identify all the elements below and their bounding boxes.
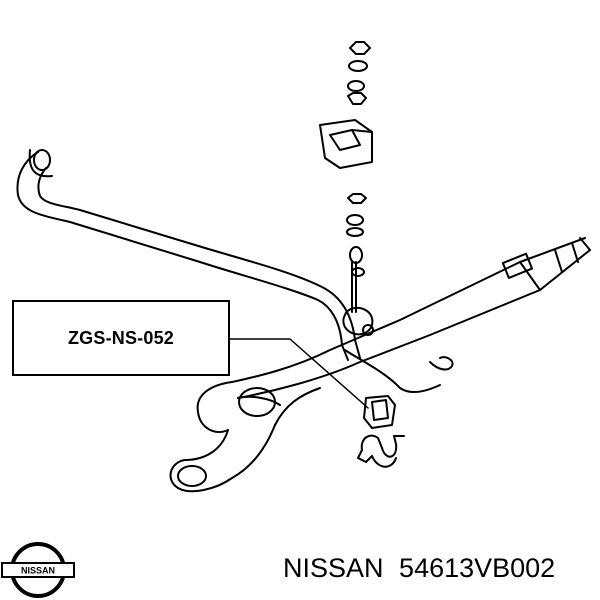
nissan-logo: NISSAN: [1, 542, 75, 598]
bushing-clamp: [357, 434, 405, 468]
stabilizer-bar: [16, 149, 361, 361]
brand-name: NISSAN: [283, 553, 384, 583]
logo-text: NISSAN: [21, 566, 55, 576]
oem-number: 54613VB002: [399, 553, 556, 583]
part-number-label: ZGS-NS-052: [67, 327, 175, 348]
callout-leader-line: [229, 338, 369, 409]
part-callout-box: ZGS-NS-052: [12, 300, 230, 376]
stabilizer-link-assembly: [319, 41, 374, 336]
lower-control-arm: [169, 381, 321, 493]
stabilizer-bushing: [363, 395, 396, 429]
caption: NISSAN 54613VB002: [283, 553, 555, 584]
crossmember: [231, 237, 591, 399]
